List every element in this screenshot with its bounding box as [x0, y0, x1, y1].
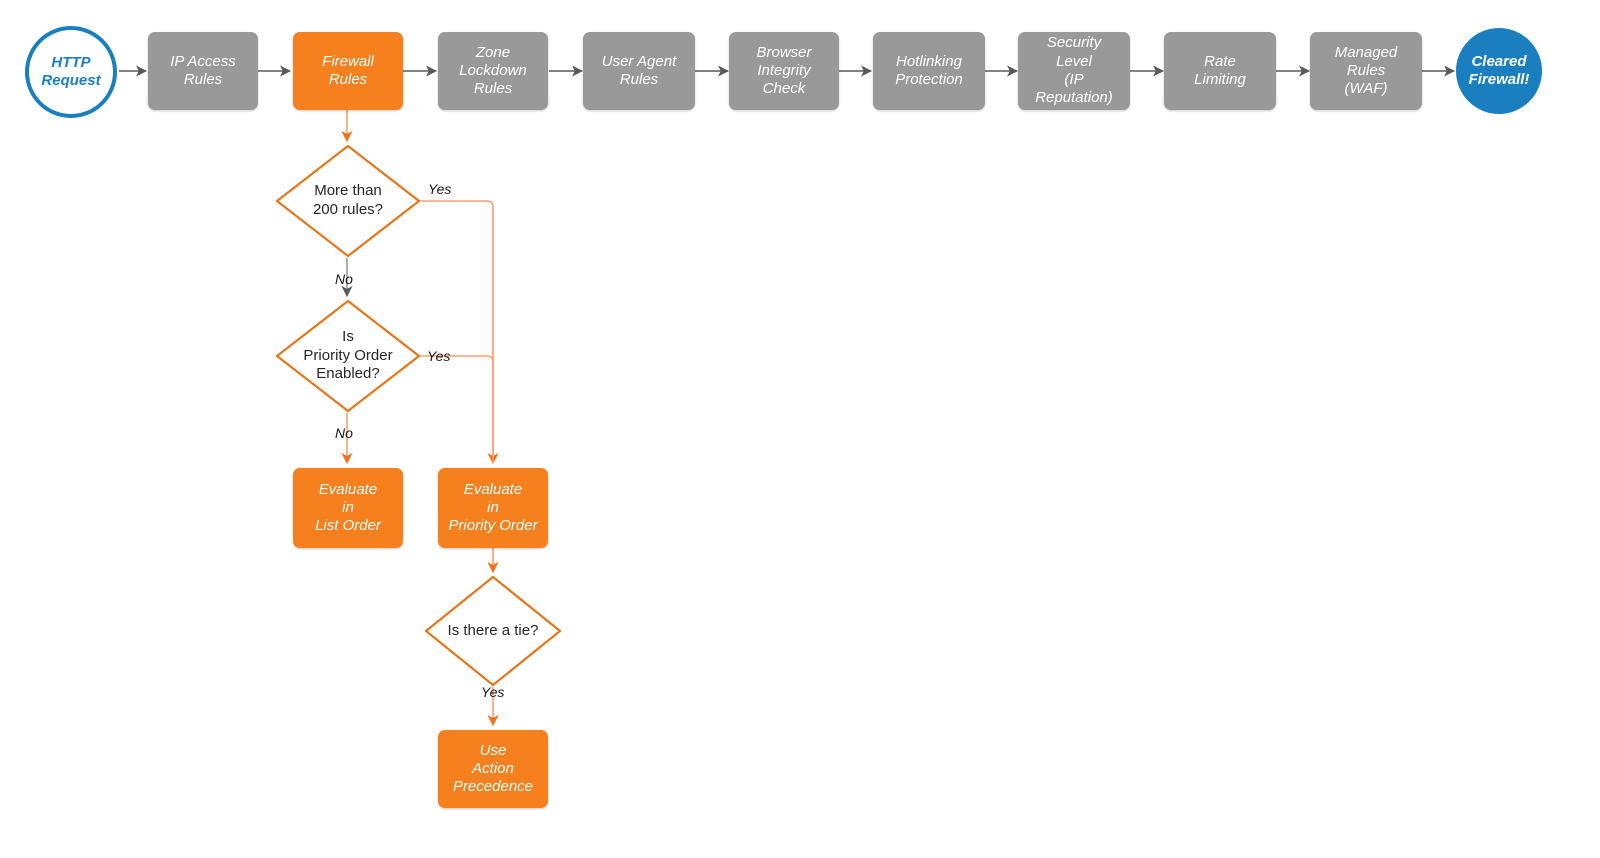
diamond-is-priority-order-enabled: [275, 299, 421, 413]
node-user-agent-rules[interactable]: User Agent Rules: [583, 32, 695, 110]
edge-rules200-yes: [420, 200, 499, 465]
edge-label-priority-yes: Yes: [427, 348, 451, 364]
diamond-more-than-200-rules: [275, 144, 421, 258]
edge-label-priority-no: No: [335, 425, 353, 441]
node-rate-limiting[interactable]: Rate Limiting: [1164, 32, 1276, 110]
edge-priority-yes: [420, 355, 494, 463]
node-evaluate-in-list-order[interactable]: Evaluate in List Order: [293, 468, 403, 548]
node-security-level[interactable]: Security Level (IP Reputation): [1018, 32, 1130, 110]
node-browser-integrity-check[interactable]: Browser Integrity Check: [729, 32, 839, 110]
edge-label-tie-yes: Yes: [481, 684, 505, 700]
node-cleared-firewall[interactable]: Cleared Firewall!: [1456, 28, 1542, 114]
edge-label-rules200-yes: Yes: [428, 181, 452, 197]
node-zone-lockdown-rules[interactable]: Zone Lockdown Rules: [438, 32, 548, 110]
node-managed-rules-waf[interactable]: Managed Rules (WAF): [1310, 32, 1422, 110]
node-use-action-precedence[interactable]: Use Action Precedence: [438, 730, 548, 808]
diamond-is-there-a-tie: [424, 575, 562, 687]
edge-label-rules200-no: No: [335, 271, 353, 287]
node-evaluate-in-priority-order[interactable]: Evaluate in Priority Order: [438, 468, 548, 548]
node-ip-access-rules[interactable]: IP Access Rules: [148, 32, 258, 110]
node-firewall-rules[interactable]: Firewall Rules: [293, 32, 403, 110]
node-hotlinking-protection[interactable]: Hotlinking Protection: [873, 32, 985, 110]
node-http-request[interactable]: HTTP Request: [25, 26, 117, 118]
